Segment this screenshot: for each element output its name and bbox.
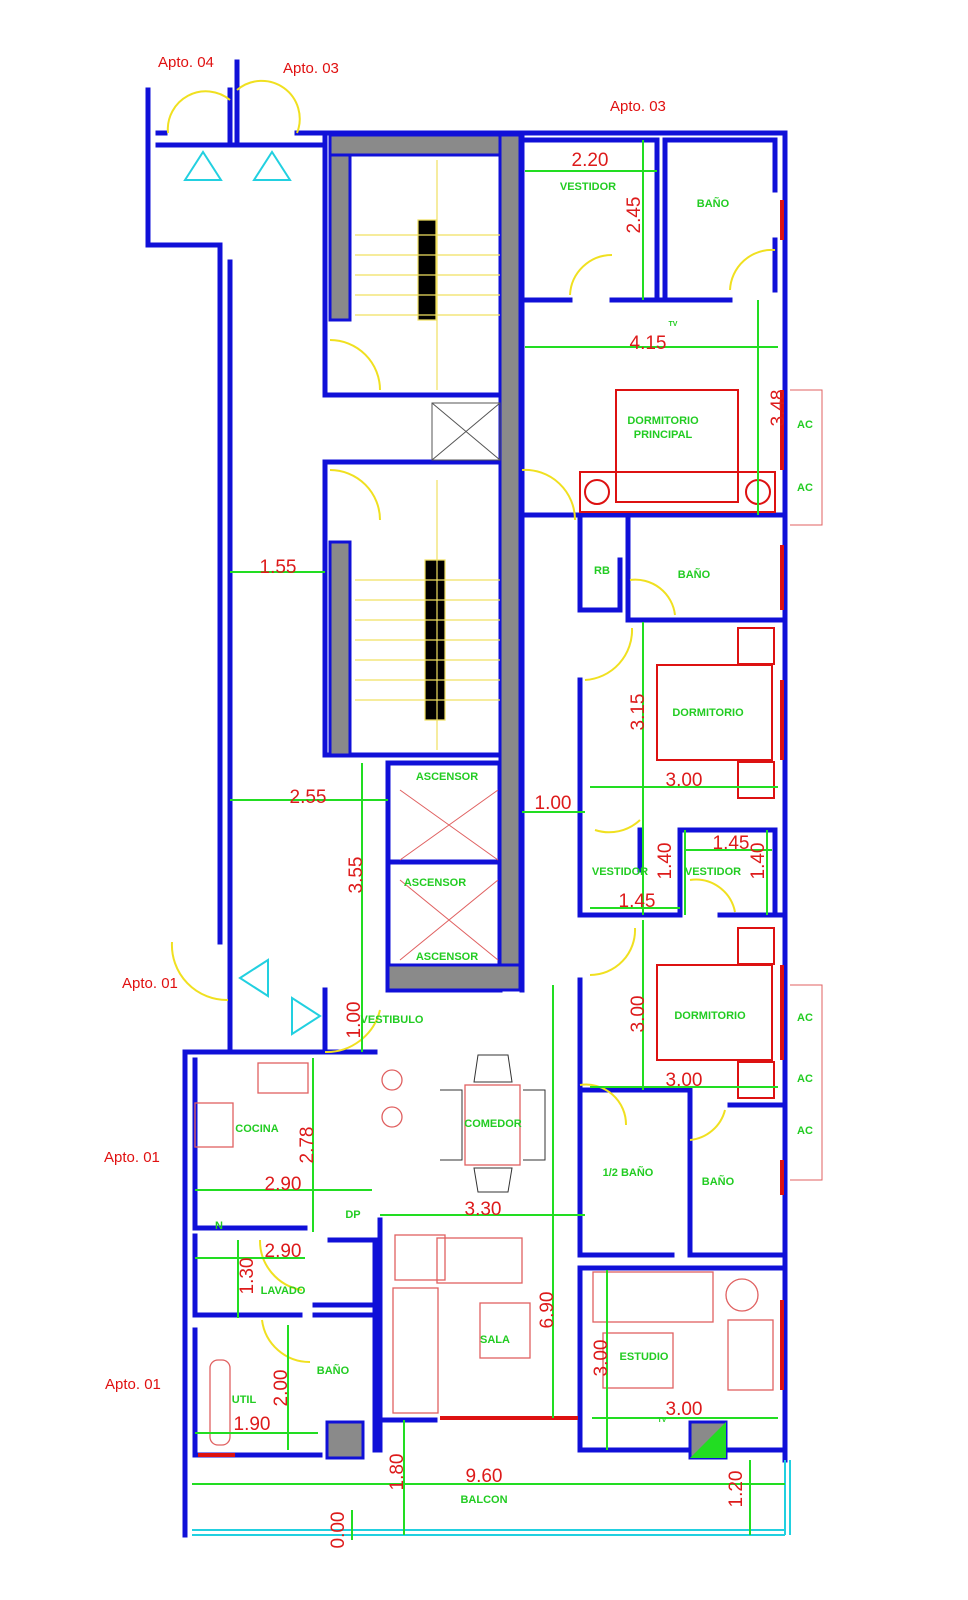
dimension-label: 9.60 (466, 1466, 503, 1487)
dimension-label: 3.00 (591, 1340, 612, 1377)
dimension-label: 3.30 (465, 1199, 502, 1220)
tv-label: TV (658, 1417, 667, 1424)
room-ascensor: ASCENSOR (416, 771, 478, 783)
dimension-label: 1.55 (260, 557, 297, 578)
dimension-lines (192, 140, 785, 1540)
dimension-label: 1.30 (237, 1258, 258, 1295)
gray-walls (325, 133, 728, 1460)
room-dormitorio-principal: PRINCIPAL (634, 429, 693, 441)
ac-label: AC (797, 419, 813, 431)
room-vestibulo: VESTIBULO (361, 1014, 424, 1026)
dimension-label: 2.55 (290, 787, 327, 808)
dimension-label: 4.15 (630, 333, 667, 354)
ac-label: AC (797, 1073, 813, 1085)
dimension-label: 6.90 (537, 1292, 558, 1329)
tv-label: TV (669, 321, 678, 328)
room-ascensor: ASCENSOR (416, 951, 478, 963)
dimension-label: 1.45 (619, 891, 656, 912)
dimension-label: 0.00 (328, 1512, 349, 1549)
room-bano: BAÑO (678, 568, 711, 581)
dimension-label: 2.90 (265, 1174, 302, 1195)
dimension-label: 3.00 (666, 770, 703, 791)
dimension-label: 1.00 (344, 1002, 365, 1039)
dimension-label: 3.00 (666, 1070, 703, 1091)
room-labels: VESTIDOR BAÑO TV DORMITORIO PRINCIPAL AC… (215, 181, 813, 1506)
apto-label: Apto. 01 (122, 975, 178, 992)
room-bano: BAÑO (697, 197, 730, 210)
arrows (183, 150, 791, 1536)
furniture (194, 389, 776, 1446)
room-comedor: COMEDOR (464, 1118, 522, 1130)
dimension-label: 1.80 (387, 1454, 408, 1491)
apto-label: Apto. 01 (104, 1149, 160, 1166)
dimension-labels: 2.20 2.45 4.15 3.48 1.55 3.15 3.00 2.55 … (234, 150, 789, 1548)
dimension-label: 1.45 (713, 833, 750, 854)
dimension-label: 2.78 (297, 1127, 318, 1164)
dimension-label: 2.45 (624, 197, 645, 234)
room-vestidor: VESTIDOR (685, 866, 741, 878)
ac-label: AC (797, 1125, 813, 1137)
dimension-label: 1.40 (748, 843, 769, 880)
dimension-label: 3.48 (768, 390, 789, 427)
stairs (355, 160, 501, 961)
apto-label: Apto. 04 (158, 54, 214, 71)
room-rb: RB (594, 565, 610, 577)
ac-label: AC (797, 1012, 813, 1024)
apto-label: Apto. 03 (283, 60, 339, 77)
dimension-label: 2.00 (271, 1370, 292, 1407)
dimension-label: 3.55 (346, 857, 367, 894)
room-dormitorio: DORMITORIO (674, 1010, 746, 1022)
room-balcon: BALCON (460, 1494, 507, 1506)
dimension-label: 2.90 (265, 1241, 302, 1262)
room-vestidor: VESTIDOR (560, 181, 616, 193)
dimension-label: 1.20 (726, 1471, 747, 1508)
room-ascensor: ASCENSOR (404, 877, 466, 889)
room-cocina: COCINA (235, 1123, 278, 1135)
room-lavado: LAVADO (261, 1285, 306, 1297)
walls (145, 59, 788, 1538)
windows (198, 200, 823, 1457)
room-util: UTIL (232, 1394, 257, 1406)
dimension-label: 1.40 (655, 843, 676, 880)
dimension-label: 3.00 (628, 996, 649, 1033)
room-medio-bano: 1/2 BAÑO (603, 1166, 654, 1179)
dimension-label: 3.00 (666, 1399, 703, 1420)
room-dp: DP (345, 1209, 360, 1221)
dimension-label: 1.90 (234, 1414, 271, 1435)
room-dormitorio: DORMITORIO (672, 707, 744, 719)
ac-label: AC (797, 482, 813, 494)
room-bano: BAÑO (702, 1175, 735, 1188)
room-sala: SALA (480, 1334, 510, 1346)
room-dormitorio-principal: DORMITORIO (627, 415, 699, 427)
doors (166, 79, 776, 1364)
room-bano: BAÑO (317, 1364, 350, 1377)
room-vestidor: VESTIDOR (592, 866, 648, 878)
dimension-label: 3.15 (628, 694, 649, 731)
apto-label: Apto. 01 (105, 1376, 161, 1393)
apartment-labels: Apto. 04 Apto. 03 Apto. 03 Apto. 01 Apto… (104, 54, 666, 1393)
dimension-label: 2.20 (572, 150, 609, 171)
apto-label: Apto. 03 (610, 98, 666, 115)
room-estudio: ESTUDIO (620, 1351, 669, 1363)
room-n: N (215, 1220, 223, 1232)
dimension-label: 1.00 (535, 793, 572, 814)
